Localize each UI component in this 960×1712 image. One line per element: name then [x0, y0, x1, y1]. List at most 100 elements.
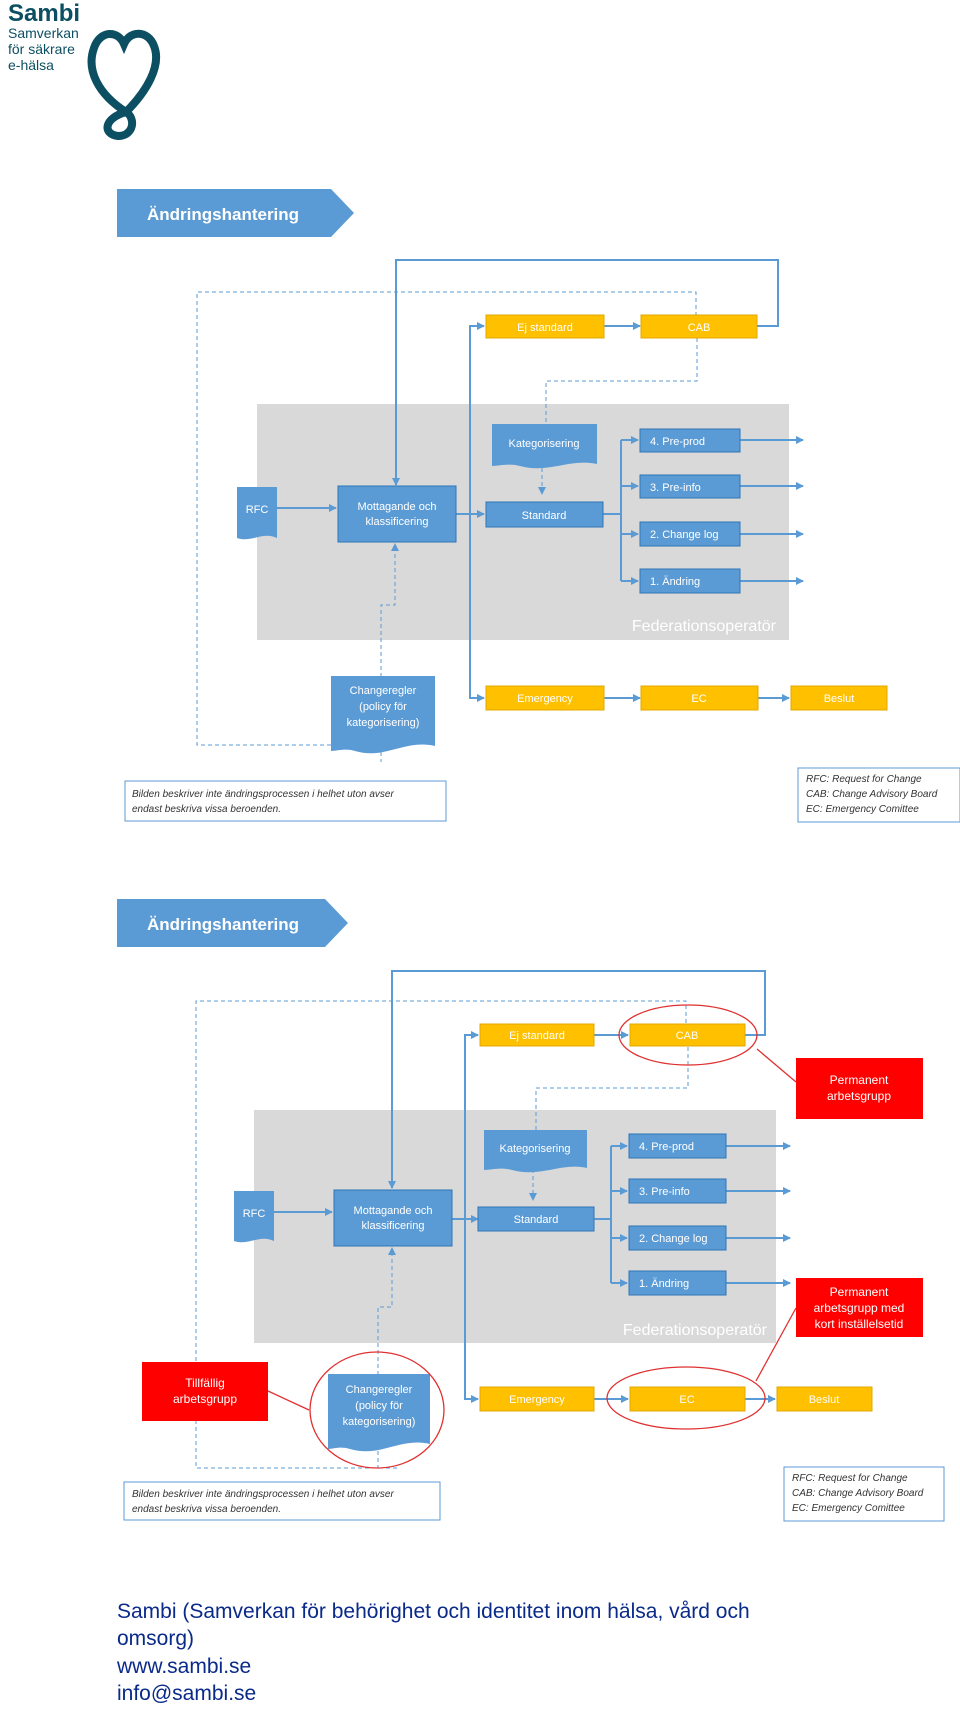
changeregler-label: kategorisering) — [347, 717, 420, 729]
emergency-label: Emergency — [517, 693, 573, 705]
cab-box — [629, 1023, 746, 1047]
federation-label: Federationsoperatör — [632, 618, 777, 635]
ej-standard-label: Ej standard — [517, 322, 573, 334]
changeregler-label: (policy för — [359, 701, 407, 713]
beslut-box — [790, 685, 888, 711]
logo-heart-icon — [87, 29, 160, 140]
footer-org-line: Sambi (Samverkan för behörighet och iden… — [117, 1600, 750, 1623]
logo-tagline-line: e-hälsa — [8, 57, 54, 73]
change-log-box — [628, 1225, 727, 1251]
rfc-document — [234, 1191, 274, 1243]
note-text: endast beskriva vissa beroenden. — [132, 1504, 281, 1515]
permanent-arbetsgrupp-label: arbetsgrupp — [827, 1089, 891, 1103]
logo-tagline-line: Samverkan — [8, 25, 79, 41]
pre-prod-label: 4. Pre-prod — [650, 436, 705, 448]
ec-box — [629, 1386, 746, 1412]
kategorisering-document — [484, 1130, 587, 1173]
legend-text: EC: Emergency Comittee — [806, 804, 919, 815]
mottagande-label: Mottagande och — [358, 501, 437, 513]
mottagande-box — [337, 485, 457, 543]
andring-box — [628, 1270, 727, 1296]
diagrams-canvas: Ändringshantering Federationsoperatör — [117, 189, 960, 1522]
kategorisering-document — [492, 424, 597, 469]
permanent-arbetsgrupp-kort-label: arbetsgrupp med — [814, 1301, 905, 1315]
cab-label: CAB — [688, 322, 711, 334]
permanent-arbetsgrupp-kort-box — [796, 1278, 923, 1337]
ej-standard-box — [485, 314, 605, 339]
legend-text: RFC: Request for Change — [792, 1473, 908, 1484]
footer-website-link[interactable]: www.sambi.se — [117, 1655, 252, 1678]
pre-prod-label: 4. Pre-prod — [639, 1141, 694, 1153]
logo-tagline: Samverkan för säkrare e-hälsa — [8, 25, 79, 73]
footer-email-link[interactable]: info@sambi.se — [117, 1682, 257, 1705]
pre-prod-box — [628, 1133, 727, 1159]
changeregler-highlight — [309, 1351, 445, 1469]
beslut-label: Beslut — [809, 1394, 840, 1406]
note-box — [124, 780, 447, 822]
legend-box — [797, 767, 960, 823]
changeregler-label: (policy för — [355, 1400, 403, 1412]
beslut-box — [776, 1386, 873, 1412]
logo-tagline-line: för säkrare — [8, 41, 75, 57]
legend-text: RFC: Request for Change — [806, 774, 922, 785]
changeregler-document — [328, 1374, 430, 1452]
cab-label: CAB — [676, 1030, 699, 1042]
cab-box — [640, 314, 758, 339]
diagram-header: Ändringshantering — [117, 189, 354, 237]
changeregler-label: Changeregler — [346, 1384, 413, 1396]
diagram-header-text: Ändringshantering — [147, 205, 299, 224]
legend-text: CAB: Change Advisory Board — [806, 789, 938, 800]
change-log-label: 2. Change log — [650, 529, 719, 541]
permanent-arbetsgrupp-box — [796, 1058, 923, 1119]
standard-box — [477, 1206, 595, 1232]
ec-label: EC — [679, 1394, 694, 1406]
permanent-arbetsgrupp-label: Permanent — [830, 1073, 889, 1087]
change-log-label: 2. Change log — [639, 1233, 708, 1245]
logo-name: Sambi — [8, 0, 81, 27]
diagram-header: Ändringshantering — [117, 899, 348, 947]
andring-label: 1. Ändring — [639, 1278, 689, 1290]
changeregler-label: Changeregler — [350, 685, 417, 697]
federation-label: Federationsoperatör — [623, 1322, 768, 1339]
beslut-label: Beslut — [824, 693, 855, 705]
note-box — [123, 1481, 441, 1521]
footer-org-line: omsorg) — [117, 1627, 195, 1650]
standard-label: Standard — [514, 1214, 559, 1226]
mottagande-label: klassificering — [362, 1220, 425, 1232]
andring-box — [639, 568, 741, 594]
ec-highlight — [606, 1366, 766, 1430]
kategorisering-label: Kategorisering — [509, 438, 580, 450]
rfc-label: RFC — [246, 504, 269, 516]
diagram-header-text: Ändringshantering — [147, 915, 299, 934]
standard-box — [485, 501, 604, 528]
tillfallig-arbetsgrupp-label: Tillfällig — [185, 1376, 225, 1390]
standard-label: Standard — [522, 510, 567, 522]
ec-label: EC — [691, 693, 706, 705]
tillfallig-arbetsgrupp-box — [142, 1362, 268, 1421]
legend-box — [783, 1466, 945, 1522]
mottagande-box — [333, 1189, 453, 1247]
emergency-box — [479, 1386, 595, 1412]
permanent-arbetsgrupp-kort-label: Permanent — [830, 1285, 889, 1299]
changeregler-document — [331, 676, 435, 754]
note-text: Bilden beskriver inte ändringsprocessen … — [132, 789, 394, 800]
rfc-document — [237, 487, 277, 540]
ej-standard-box — [479, 1023, 595, 1047]
emergency-box — [485, 685, 605, 711]
pre-prod-box — [639, 428, 741, 453]
cab-highlight — [618, 1004, 758, 1066]
andring-label: 1. Ändring — [650, 576, 700, 588]
diagram-1: Ändringshantering Federationsoperatör — [117, 189, 960, 823]
pre-info-label: 3. Pre-info — [639, 1186, 690, 1198]
note-text: Bilden beskriver inte ändringsprocessen … — [132, 1489, 394, 1500]
change-log-box — [639, 521, 741, 547]
kategorisering-label: Kategorisering — [500, 1143, 571, 1155]
permanent-arbetsgrupp-kort-label: kort inställelsetid — [815, 1317, 904, 1331]
pre-info-box — [639, 474, 741, 499]
tillfallig-arbetsgrupp-label: arbetsgrupp — [173, 1392, 237, 1406]
changeregler-label: kategorisering) — [343, 1416, 416, 1428]
emergency-label: Emergency — [509, 1394, 565, 1406]
legend-text: CAB: Change Advisory Board — [792, 1488, 924, 1499]
mottagande-label: Mottagande och — [354, 1205, 433, 1217]
ec-box — [640, 685, 759, 711]
